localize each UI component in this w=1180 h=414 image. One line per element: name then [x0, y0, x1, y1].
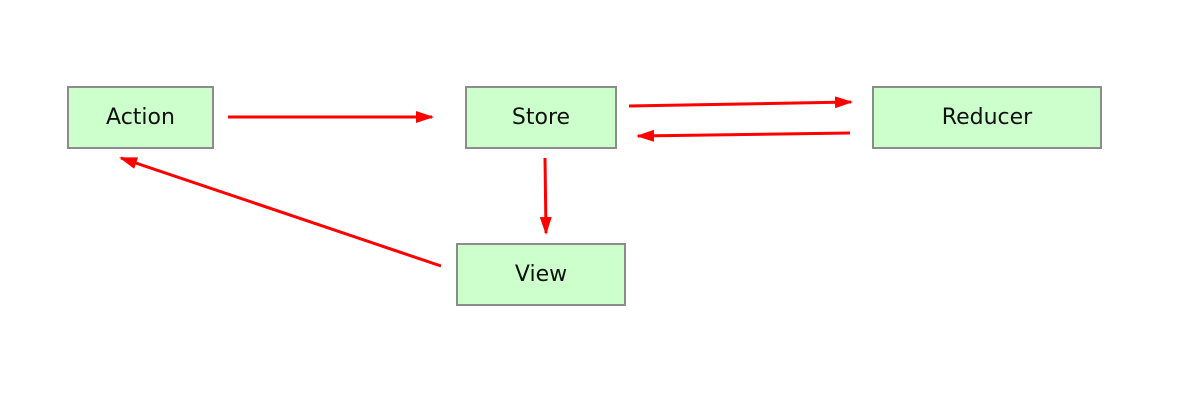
arrow-reducer-to-store: [636, 129, 851, 142]
arrow-store-to-view: [539, 157, 552, 235]
action-node[interactable]: Action: [67, 86, 214, 149]
view-node-label: View: [514, 262, 568, 287]
reducer-node-label: Reducer: [941, 105, 1033, 130]
view-node[interactable]: View: [456, 243, 626, 306]
arrow-store-to-reducer: [628, 96, 853, 109]
arrow-view-to-action: [119, 156, 442, 268]
reducer-node[interactable]: Reducer: [872, 86, 1102, 149]
action-node-label: Action: [106, 105, 175, 130]
store-node[interactable]: Store: [465, 86, 617, 149]
store-node-label: Store: [511, 105, 571, 130]
